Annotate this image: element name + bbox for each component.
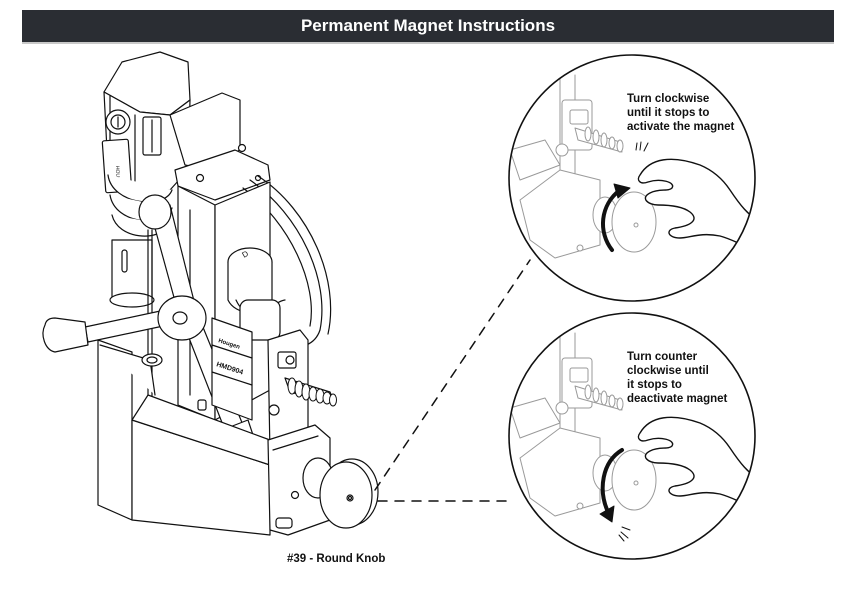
activate-detail-view: [509, 69, 755, 259]
activate-callout-border: [508, 54, 756, 302]
leader-line-to-activate: [374, 259, 531, 491]
callout-activate: [508, 54, 756, 302]
magnet-base: [97, 339, 271, 536]
deactivate-detail-view: [509, 327, 755, 542]
svg-text:D: D: [241, 249, 251, 260]
leader-lines: [374, 259, 531, 502]
knob-caption: #39 - Round Knob: [287, 553, 386, 565]
switch-and-cable: [267, 329, 337, 456]
click-marks-icon: [635, 141, 649, 152]
counter-clockwise-arrow-icon: [600, 448, 624, 514]
hand-icon: [637, 416, 755, 509]
svg-text:HOUGEN: HOUGEN: [114, 166, 121, 189]
clockwise-arrow-icon: [600, 188, 622, 252]
click-marks-icon: [618, 526, 631, 542]
magnetic-drill-illustration: HOUGEN: [42, 51, 379, 536]
round-knob[interactable]: [319, 458, 379, 529]
hand-icon: [637, 158, 755, 251]
page-title: Permanent Magnet Instructions: [300, 16, 556, 35]
callout-deactivate: [508, 312, 756, 560]
drill-column: [109, 229, 155, 401]
nameplate: Hougen HMD904: [211, 317, 253, 421]
activate-instruction-text: Turn clockwise until it stops to activat…: [627, 93, 735, 133]
deactivate-instruction-text: Turn counter clockwise until it stops to…: [627, 351, 728, 405]
page-title-bar: Permanent Magnet Instructions: [22, 10, 834, 44]
deactivate-callout-border: [508, 312, 756, 560]
